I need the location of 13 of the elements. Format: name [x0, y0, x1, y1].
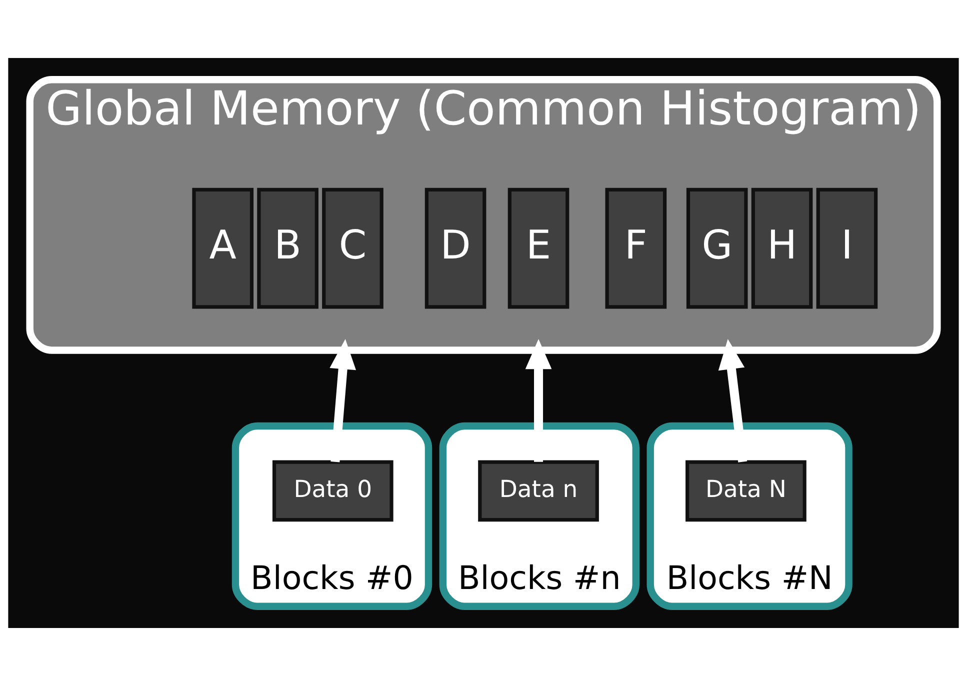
node-box: C: [322, 188, 384, 309]
node-box: D: [424, 188, 486, 309]
node-box: E: [508, 188, 570, 309]
node-box: H: [751, 188, 813, 309]
arrow: [525, 338, 552, 462]
node-box: Data N: [686, 460, 806, 522]
node-box: Data n: [478, 460, 599, 522]
node-box: B: [257, 188, 318, 309]
node-box: I: [816, 188, 878, 309]
node-box: G: [686, 188, 748, 309]
node-box: F: [605, 188, 667, 309]
node-box: Data 0: [272, 460, 394, 522]
node-box: A: [192, 188, 254, 309]
